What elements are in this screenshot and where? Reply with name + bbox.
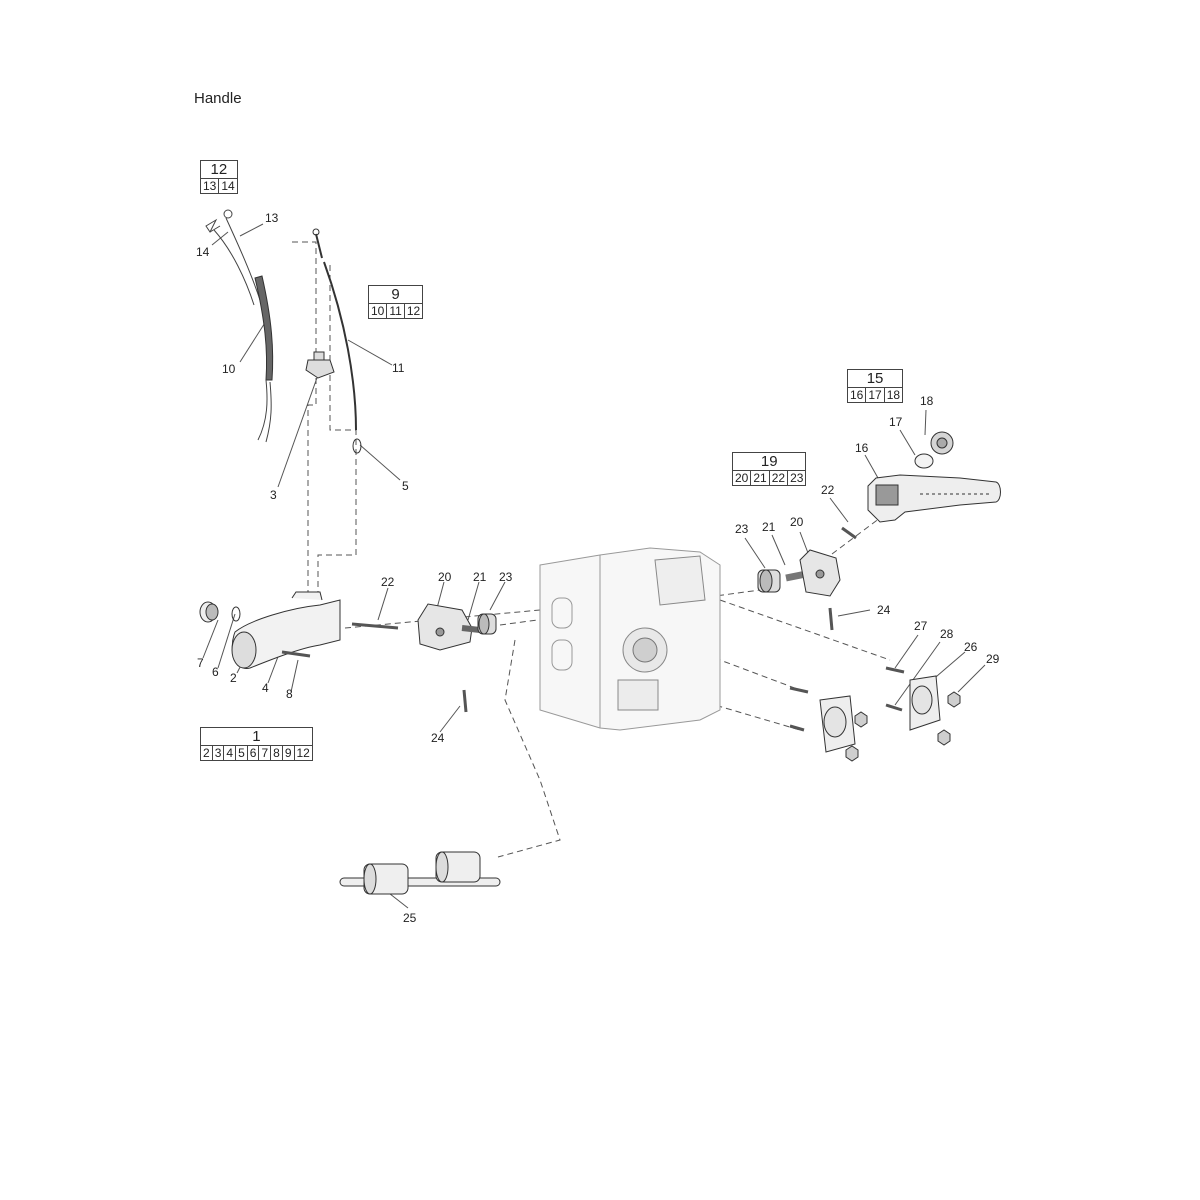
part-22-stud-right bbox=[841, 526, 857, 540]
kit-group-12: 12 13 14 bbox=[199, 160, 238, 194]
part-29-nuts bbox=[845, 691, 961, 762]
kit-group-sub: 14 bbox=[218, 178, 238, 194]
callout-24: 24 bbox=[877, 603, 891, 617]
kit-group-main: 9 bbox=[367, 285, 424, 304]
part-3-switch bbox=[305, 351, 335, 379]
leader-lines bbox=[202, 223, 986, 909]
callout-6: 6 bbox=[212, 665, 219, 679]
kit-group-sub: 13 bbox=[199, 178, 220, 194]
callout-28: 28 bbox=[940, 627, 954, 641]
part-7-knob bbox=[199, 601, 219, 623]
kit-group-sub: 21 bbox=[750, 470, 770, 486]
part-24-pin-right bbox=[828, 607, 834, 631]
kit-group-sub: 6 bbox=[246, 745, 260, 761]
callout-22: 22 bbox=[821, 483, 835, 497]
kit-group-9: 9 10 11 12 bbox=[367, 285, 424, 319]
kit-group-sub: 8 bbox=[270, 745, 283, 761]
callout-22-left: 22 bbox=[381, 575, 395, 589]
part-18-knob bbox=[930, 431, 954, 455]
kit-group-sub: 17 bbox=[865, 387, 885, 403]
callout-7: 7 bbox=[197, 656, 204, 670]
callout-23-left: 23 bbox=[499, 570, 513, 584]
part-22-stud-left bbox=[351, 622, 399, 630]
callout-27: 27 bbox=[914, 619, 928, 633]
part-26-clamp-lower bbox=[819, 695, 856, 753]
callout-20-left: 20 bbox=[438, 570, 452, 584]
part-2-handle bbox=[231, 591, 341, 669]
part-10-sleeve bbox=[254, 275, 274, 381]
kit-group-sub: 16 bbox=[846, 387, 867, 403]
part-20-bracket-left bbox=[417, 603, 473, 651]
kit-group-sub: 5 bbox=[235, 745, 248, 761]
kit-group-sub: 11 bbox=[386, 303, 405, 319]
kit-group-sub: 18 bbox=[883, 387, 904, 403]
callout-20: 20 bbox=[790, 515, 804, 529]
callouts: 13 14 10 11 3 5 18 17 16 22 23 21 20 24 … bbox=[196, 211, 1000, 925]
part-21-axle-left bbox=[461, 625, 481, 633]
callout-5: 5 bbox=[402, 479, 409, 493]
assembly-lines bbox=[292, 241, 891, 858]
callout-29: 29 bbox=[986, 652, 1000, 666]
part-17-washer bbox=[914, 453, 934, 469]
part-8-pin bbox=[281, 650, 311, 658]
part-23-bushing-right bbox=[757, 569, 781, 593]
kit-group-sub: 9 bbox=[281, 745, 295, 761]
kit-group-main: 15 bbox=[846, 369, 904, 388]
callout-11: 11 bbox=[392, 361, 405, 375]
callout-3: 3 bbox=[270, 488, 277, 502]
callout-16: 16 bbox=[855, 441, 869, 455]
part-11-cable bbox=[315, 233, 357, 431]
part-24-pin-left bbox=[462, 689, 468, 713]
callout-17: 17 bbox=[889, 415, 903, 429]
kit-group-sub: 22 bbox=[768, 470, 789, 486]
part-16-grip bbox=[867, 474, 1001, 523]
callout-25: 25 bbox=[403, 911, 417, 925]
callout-21: 21 bbox=[762, 520, 776, 534]
kit-group-1: 1 2 3 4 5 6 7 8 9 12 bbox=[200, 727, 313, 761]
callout-13: 13 bbox=[265, 211, 279, 225]
part-25-shaft bbox=[339, 851, 501, 895]
part-20-bracket-right bbox=[799, 549, 841, 597]
callout-10: 10 bbox=[222, 362, 236, 376]
kit-group-main: 12 bbox=[200, 160, 238, 179]
kit-group-sub: 4 bbox=[223, 745, 237, 761]
part-6-oring bbox=[231, 606, 241, 622]
part-27-studs bbox=[789, 666, 905, 732]
kit-group-sub: 3 bbox=[211, 745, 225, 761]
diagram-title: Handle bbox=[194, 90, 242, 107]
callout-2: 2 bbox=[230, 671, 237, 685]
part-23-bushing-left bbox=[477, 613, 497, 635]
callout-21-left: 21 bbox=[473, 570, 487, 584]
kit-group-main: 1 bbox=[200, 727, 313, 746]
callout-14: 14 bbox=[196, 245, 210, 259]
callout-4: 4 bbox=[262, 681, 269, 695]
callout-8: 8 bbox=[286, 687, 293, 701]
callout-26: 26 bbox=[964, 640, 978, 654]
part-5-ring bbox=[352, 438, 362, 454]
part-26-clamp-upper bbox=[909, 675, 941, 731]
callout-23: 23 bbox=[735, 522, 749, 536]
kit-group-19: 19 20 21 22 23 bbox=[731, 452, 807, 486]
kit-group-main: 19 bbox=[731, 452, 807, 471]
kit-group-sub: 20 bbox=[731, 470, 752, 486]
kit-group-sub: 10 bbox=[367, 303, 388, 319]
wire-harness bbox=[205, 209, 261, 306]
callout-24-left: 24 bbox=[431, 731, 445, 745]
kit-group-15: 15 16 17 18 bbox=[846, 369, 904, 403]
kit-group-sub: 7 bbox=[258, 745, 272, 761]
kit-group-sub: 12 bbox=[293, 745, 313, 761]
callout-18: 18 bbox=[920, 394, 934, 408]
main-housing bbox=[539, 547, 721, 731]
kit-group-sub: 2 bbox=[200, 745, 213, 761]
kit-group-sub: 23 bbox=[787, 470, 807, 486]
kit-group-sub: 12 bbox=[403, 303, 424, 319]
